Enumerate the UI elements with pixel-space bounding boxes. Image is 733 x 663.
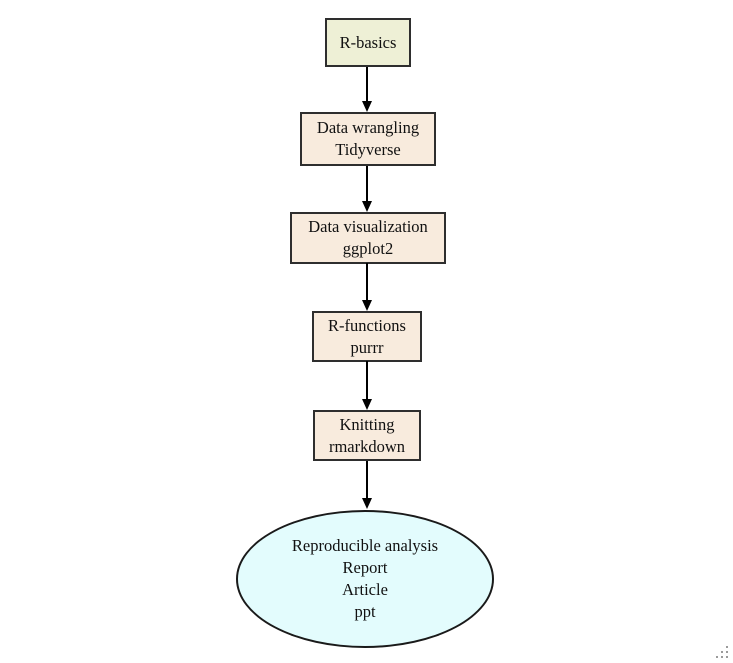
edge-knitting-to-reproducible-analysis: [361, 461, 373, 509]
node-data-wrangling: Data wrangling Tidyverse: [300, 112, 436, 166]
arrowhead-down-icon: [362, 300, 372, 311]
edge-line: [366, 67, 368, 101]
node-label-line: R-basics: [339, 32, 397, 52]
edge-r-basics-to-data-wrangling: [361, 67, 373, 112]
edge-line: [366, 461, 368, 498]
edge-data-visualization-to-r-functions: [361, 263, 373, 311]
node-r-basics: R-basics: [325, 18, 411, 67]
arrowhead-down-icon: [362, 201, 372, 212]
node-r-functions: R-functions purrr: [312, 311, 422, 362]
node-label-line: ggplot2: [342, 239, 394, 258]
node-reproducible-analysis: Reproducible analysis Report Article ppt: [236, 510, 494, 648]
node-label-line: purrr: [350, 337, 384, 357]
edge-data-wrangling-to-data-visualization: [361, 166, 373, 212]
arrowhead-down-icon: [362, 101, 372, 112]
node-label-line: Report: [342, 558, 388, 577]
arrowhead-down-icon: [362, 498, 372, 509]
node-label-line: Reproducible analysis: [291, 536, 439, 555]
node-label-line: Tidyverse: [335, 140, 401, 159]
edge-line: [366, 166, 368, 201]
edge-line: [366, 361, 368, 399]
node-label-line: Article: [342, 580, 388, 599]
resize-grip[interactable]: [714, 644, 730, 660]
node-knitting: Knitting rmarkdown: [313, 410, 421, 461]
node-label-line: Knitting: [339, 414, 395, 434]
node-label-line: Data wrangling: [316, 118, 420, 137]
node-label-line: R-functions: [328, 315, 406, 335]
arrowhead-down-icon: [362, 399, 372, 410]
node-label-line: Data visualization: [308, 217, 428, 236]
resize-grip-icon: [716, 646, 728, 658]
edge-line: [366, 263, 368, 300]
node-label-line: rmarkdown: [328, 436, 406, 456]
edge-r-functions-to-knitting: [361, 361, 373, 410]
node-label-line: ppt: [354, 602, 376, 621]
node-data-visualization: Data visualization ggplot2: [290, 212, 446, 264]
